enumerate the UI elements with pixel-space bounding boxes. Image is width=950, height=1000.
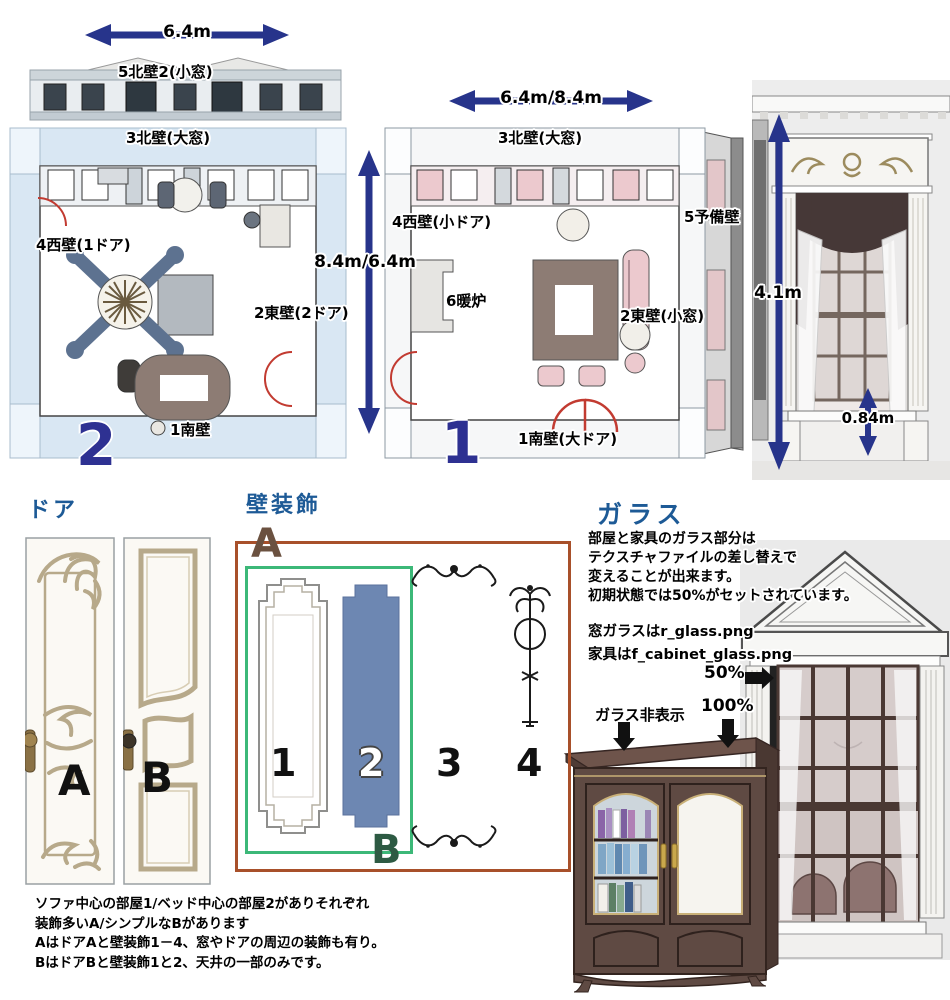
glass-50-label: 50%	[704, 663, 745, 683]
footer-note-line: 装飾多いA/シンプルなBがあります	[35, 915, 250, 932]
glass-file-names: 窓ガラスはr_glass.png 家具はf_cabinet_glass.png	[588, 621, 792, 667]
room2-floorplan	[9, 127, 347, 459]
width-dimension-arrow-room1	[449, 90, 653, 112]
door-a-render	[25, 537, 115, 885]
room1-fireplace-label: 6暖炉	[446, 292, 487, 310]
wall-decoration-number-3: 3	[436, 741, 463, 785]
window-height-label: 4.1m	[754, 283, 802, 303]
door-a-letter: A	[58, 756, 91, 805]
shared-depth-label: 8.4m/6.4m	[314, 252, 416, 272]
wall-decoration-number-1: 1	[270, 741, 297, 785]
room2-east-wall-label: 2東壁(2ドア)	[254, 304, 349, 322]
glass-file-line: 家具はf_cabinet_glass.png	[588, 647, 793, 663]
glass-50-arrow-icon	[745, 667, 774, 689]
wall-ornament-3-top	[411, 564, 497, 587]
room2-north-upper-wall-label: 5北壁2(小窓)	[118, 63, 213, 81]
glass-description-line: 変えることが出来ます。	[588, 569, 741, 585]
room2-west-wall-label: 4西壁(1ドア)	[36, 236, 131, 254]
room2-number: 2	[76, 411, 117, 479]
room1-east-wall-label: 2東壁(小窓)	[620, 307, 705, 325]
glass-hidden-arrow-icon	[613, 722, 635, 751]
sill-height-label: 0.84m	[841, 409, 895, 427]
room1-north-wall-label: 3北壁(大窓)	[498, 129, 583, 147]
room2-north-wall-label: 3北壁(大窓)	[126, 129, 211, 147]
door-b-render	[123, 537, 211, 885]
wall-ornament-3-bottom	[411, 825, 497, 848]
decoration-set-a-box	[235, 541, 571, 872]
decoration-set-a-letter: A	[251, 521, 282, 567]
door-b-letter: B	[141, 753, 174, 802]
room2-width-label: 6.4m	[163, 22, 211, 42]
glass-hidden-label: ガラス非表示	[595, 706, 685, 724]
glass-heading: ガラス	[597, 500, 687, 529]
room1-spare-wall-label: 5予備壁	[684, 208, 740, 226]
glass-cabinet-render	[563, 737, 781, 993]
room1-west-wall-label: 4西壁(小ドア)	[392, 213, 492, 231]
width-dimension-arrow-room2	[85, 24, 289, 46]
wall-panel-2	[342, 584, 400, 828]
footer-notes: ソファ中心の部屋1/ベッド中心の部屋2がありそれぞれ 装飾多いA/シンプルなBが…	[35, 895, 385, 973]
room1-width-label: 6.4m/8.4m	[500, 88, 602, 108]
wall-decoration-heading: 壁装飾	[246, 493, 322, 518]
glass-description-line: 部屋と家具のガラス部分は	[588, 531, 756, 547]
room1-floorplan	[384, 127, 744, 459]
footer-note-line: ソファ中心の部屋1/ベッド中心の部屋2がありそれぞれ	[35, 896, 370, 912]
glass-description: 部屋と家具のガラス部分は テクスチャファイルの差し替えで 変えることが出来ます。…	[588, 530, 858, 606]
depth-dimension-arrow	[358, 150, 380, 434]
decoration-set-b-box	[245, 566, 413, 854]
room1-south-wall-label: 1南壁(大ドア)	[518, 430, 618, 448]
footer-note-line: AはドアAと壁装飾1－4、窓やドアの周辺の装飾も有り。	[35, 935, 385, 951]
room1-number: 1	[441, 409, 482, 477]
glass-description-line: 初期状態では50%がセットされています。	[588, 588, 858, 604]
room2-south-wall-label: 1南壁	[170, 421, 211, 439]
glass-100-label: 100%	[701, 696, 754, 716]
doors-heading: ドア	[28, 498, 79, 523]
room2-north-wall-strip	[29, 57, 342, 121]
wall-ornament-4	[509, 585, 551, 727]
glass-file-line: 窓ガラスはr_glass.png	[588, 624, 754, 640]
glass-description-line: テクスチャファイルの差し替えで	[588, 550, 798, 566]
glass-100-arrow-icon	[717, 719, 739, 748]
window-elevation-render	[752, 80, 950, 480]
wall-decoration-number-2: 2	[358, 741, 385, 785]
wall-panel-1	[258, 578, 328, 834]
window-height-arrow	[768, 114, 790, 470]
footer-note-line: BはドアBと壁装飾1と2、天井の一部のみです。	[35, 954, 330, 971]
decoration-set-b-letter: B	[371, 827, 402, 873]
wall-decoration-number-4: 4	[516, 741, 543, 785]
sill-height-arrow	[859, 388, 877, 456]
